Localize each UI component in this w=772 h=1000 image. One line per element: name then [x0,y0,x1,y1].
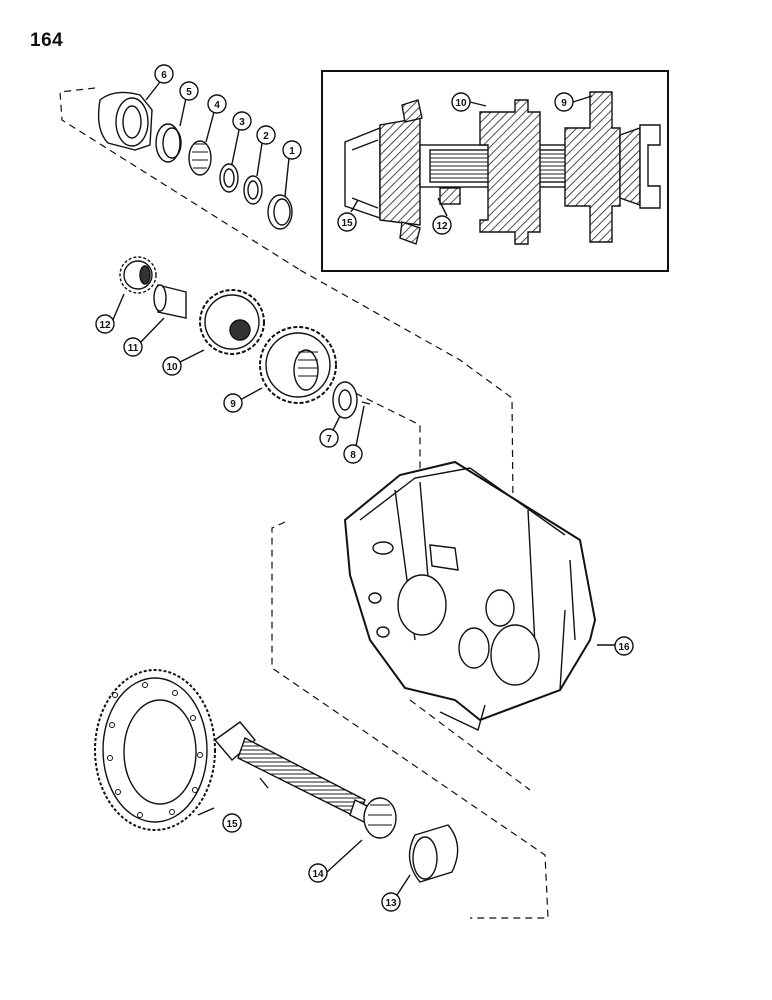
ring-gear [94,669,216,831]
callout-7: 7 [319,428,339,448]
inset-callout-9: 9 [554,92,574,112]
svg-text:7: 7 [326,434,332,445]
svg-text:9: 9 [230,399,236,410]
callout-15: 15 [222,813,242,833]
callout-2: 2 [256,125,276,145]
callout-4: 4 [207,94,227,114]
svg-text:10: 10 [455,98,467,109]
callout-16: 16 [614,636,634,656]
callout-markers: 1 2 3 4 5 6 7 8 [95,64,634,912]
svg-text:13: 13 [385,898,397,909]
svg-text:1: 1 [289,146,295,157]
callout-3: 3 [232,111,252,131]
svg-text:10: 10 [166,362,178,373]
callout-10: 10 [162,356,182,376]
svg-text:14: 14 [312,869,324,880]
svg-text:2: 2 [263,131,269,142]
assembly-guide-lines [59,87,549,919]
page-number: 164 [30,30,64,51]
bearing-stack-parts-1-6 [97,81,293,230]
svg-text:16: 16 [618,642,630,653]
inset-callout-15: 15 [337,212,357,232]
callout-1: 1 [282,140,302,160]
svg-text:5: 5 [186,87,192,98]
callout-5: 5 [179,81,199,101]
callout-8: 8 [343,444,363,464]
transmission-housing-part-16 [343,460,615,731]
svg-text:6: 6 [161,70,167,81]
callout-12: 12 [95,314,115,334]
callout-14: 14 [308,863,328,883]
callout-9: 9 [223,393,243,413]
svg-text:15: 15 [226,819,238,830]
callout-11: 11 [123,337,143,357]
svg-text:11: 11 [128,343,139,354]
svg-text:4: 4 [214,100,220,111]
callout-13: 13 [381,892,401,912]
svg-text:12: 12 [436,221,448,232]
svg-text:8: 8 [350,450,356,461]
callout-6: 6 [154,64,174,84]
inset-callout-12: 12 [432,215,452,235]
svg-text:15: 15 [341,218,353,229]
gear-cluster-parts-7-12 [111,256,371,447]
pinion-shaft-and-bearings [197,721,459,896]
svg-text:9: 9 [561,98,567,109]
svg-text:3: 3 [239,117,245,128]
inset-callout-10: 10 [451,92,471,112]
svg-text:12: 12 [99,320,111,331]
cross-section-inset [321,70,669,272]
